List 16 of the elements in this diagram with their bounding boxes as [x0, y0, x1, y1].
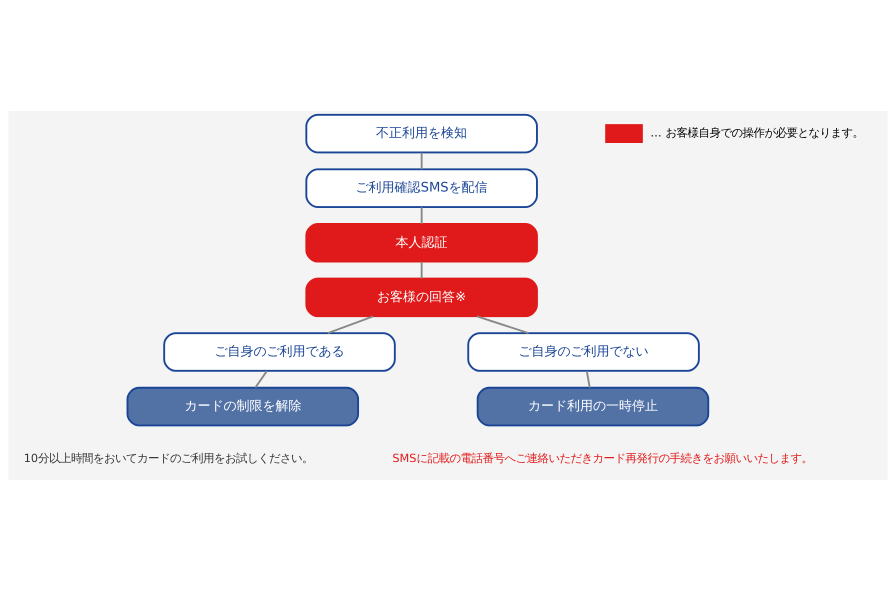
node-label: 10分以上時間をおいてカードのご利用をお試しください。 — [24, 452, 314, 465]
legend-label: … お客様自身での操作が必要となります。 — [650, 126, 864, 140]
node-box: 不正利用を検知 — [305, 113, 538, 153]
connector — [420, 261, 423, 278]
node-box: カードの制限を解除 — [126, 386, 360, 426]
connector — [586, 370, 591, 388]
node-box: ご利用確認SMSを配信 — [305, 168, 538, 208]
node-label: SMSに記載の電話番号へご連絡いただきカード再発行の手続きをお願いいたします。 — [392, 452, 812, 465]
node-box: カード利用の一時停止 — [476, 386, 710, 426]
node-box: ご自身のご利用でない — [467, 332, 700, 372]
node-box: お客様の回答※ — [305, 277, 538, 317]
connector — [254, 370, 268, 388]
node-box: 本人認証 — [305, 222, 538, 262]
node-box: ご自身のご利用である — [163, 332, 396, 372]
connector — [420, 152, 423, 169]
connector — [420, 206, 423, 224]
